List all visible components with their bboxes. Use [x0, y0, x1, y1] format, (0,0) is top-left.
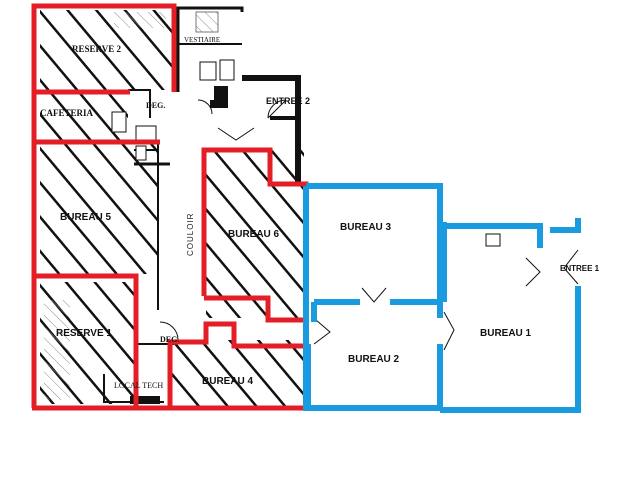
room-labels: RESERVE 2 VESTIAIRE CAFETERIA DEG. ENTRE…	[40, 36, 600, 390]
room-label-bureau-2: BUREAU 2	[348, 354, 400, 365]
room-label-bureau-6: BUREAU 6	[228, 229, 280, 240]
red-zone-walls	[31, 3, 309, 411]
red-outer-west	[31, 3, 177, 408]
bureau-6-hatch	[206, 150, 304, 318]
vestiaire-grey-hatch	[195, 11, 219, 33]
room-label-bureau-4: BUREAU 4	[202, 376, 254, 387]
room-label-reserve-2: RESERVE 2	[72, 44, 121, 54]
bureau-4-hatch	[172, 340, 306, 406]
room-label-entree-1: ENTREE 1	[560, 264, 600, 273]
door-arc	[443, 311, 455, 351]
blue-zone-walls	[303, 183, 581, 413]
door-arc	[525, 257, 541, 287]
wc-fixture	[219, 59, 235, 81]
reserve-2-grey-hatch	[114, 12, 166, 28]
wc-fixture	[485, 233, 501, 247]
blue-outer	[303, 186, 440, 411]
room-label-local-tech: LOCAL TECH	[114, 381, 163, 390]
door-arc	[361, 287, 387, 303]
sanitary-fixtures	[111, 59, 501, 247]
door-arc	[159, 321, 179, 341]
door-arc	[313, 319, 331, 345]
room-label-cafeteria: CAFETERIA	[40, 108, 94, 118]
room-label-couloir: COULOIR	[186, 213, 195, 256]
door-arc	[563, 249, 579, 285]
sink-fixture	[111, 111, 127, 133]
room-label-deg-bottom: DEG.	[160, 335, 179, 344]
room-label-bureau-5: BUREAU 5	[60, 212, 112, 223]
room-label-bureau-1: BUREAU 1	[480, 328, 532, 339]
bureau-5-hatch	[40, 142, 158, 274]
sink-fixture	[199, 61, 217, 81]
room-label-reserve-1: RESERVE 1	[56, 328, 112, 339]
door-arc	[217, 127, 255, 141]
door-swings	[159, 99, 579, 351]
hatched-areas	[40, 10, 306, 406]
door-arc	[267, 99, 287, 119]
reserve-1-grey-hatch	[44, 300, 70, 400]
bureau-4-outline	[167, 321, 309, 408]
room-label-vestiaire: VESTIAIRE	[184, 36, 220, 44]
room-label-bureau-3: BUREAU 3	[340, 222, 392, 233]
room-label-entree-2: ENTREE 2	[266, 96, 310, 106]
door-arc	[197, 99, 213, 115]
sink-fixture	[135, 145, 147, 161]
black-walls	[103, 6, 301, 404]
room-label-deg-top: DEG.	[146, 101, 165, 110]
